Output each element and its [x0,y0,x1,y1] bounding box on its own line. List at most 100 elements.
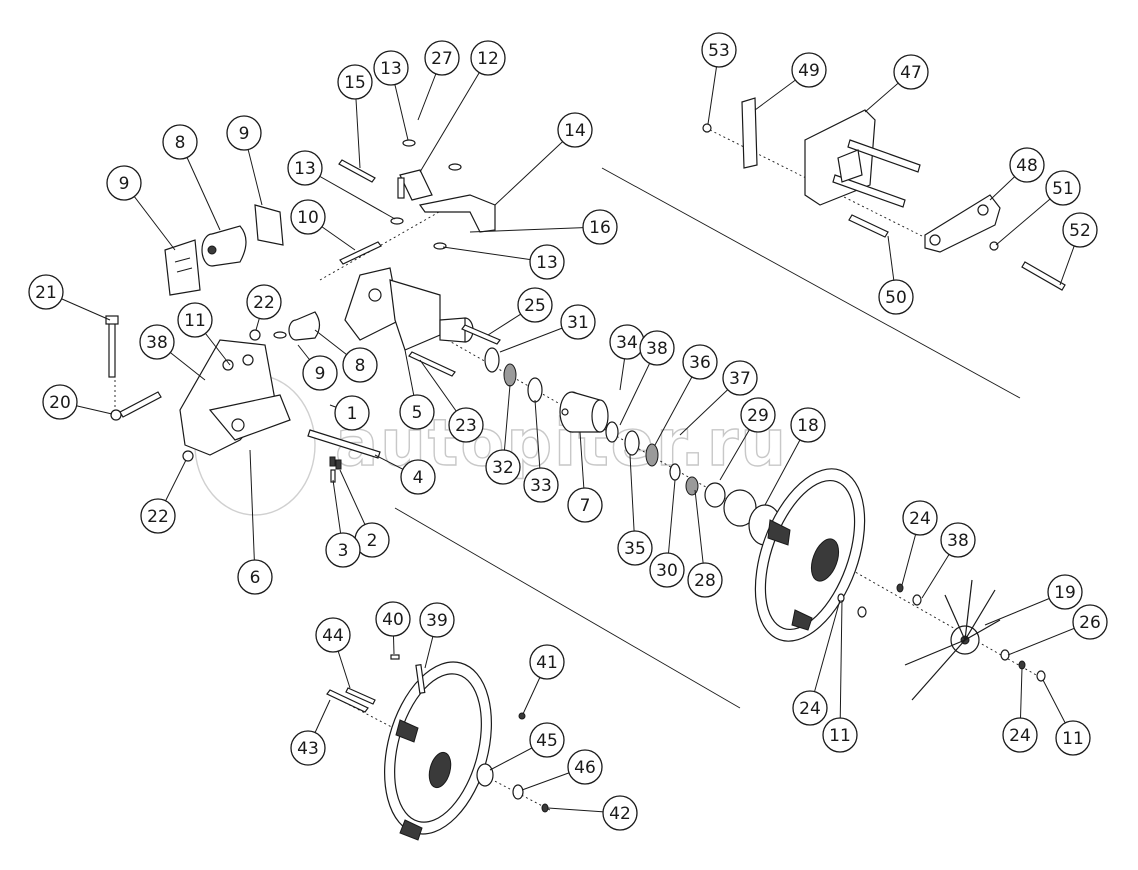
callout-circle [740,397,776,433]
callout-number: 22 [253,293,275,313]
callout-number: 6 [250,568,261,588]
part-pins-2-3 [329,456,342,483]
callout-number: 7 [580,496,591,516]
callout-leader-12 [419,57,489,173]
callout-circle [337,64,373,100]
callout-32: 32 [485,449,521,485]
callout-number: 11 [184,311,206,331]
callout-number: 13 [536,253,558,273]
callout-14: 14 [557,112,593,148]
callout-4: 4 [400,459,436,495]
callout-circle [246,284,282,320]
callout-number: 20 [49,393,71,413]
callout-circle [617,530,653,566]
callout-number: 38 [646,339,668,359]
callout-number: 2 [367,531,378,551]
callout-11: 11 [1055,720,1091,756]
part-scraper-plate-9-right [254,204,284,246]
callout-circle [791,52,827,88]
callout-number: 22 [147,507,169,527]
callout-circle [701,32,737,68]
callout-40: 40 [375,601,411,637]
callout-50: 50 [878,279,914,315]
part-scraper-plate-9-left [164,239,201,296]
part-bracket-48 [924,194,1001,253]
watermark: autopiter.ru [194,374,787,516]
callout-number: 36 [689,353,711,373]
callout-49: 49 [791,52,827,88]
callout-1: 1 [334,395,370,431]
callout-circle [517,287,553,323]
callout-circle [140,498,176,534]
callout-13: 13 [529,244,565,280]
callout-number: 45 [536,731,558,751]
callout-16: 16 [582,209,618,245]
callout-31: 31 [560,304,596,340]
callout-38: 38 [940,522,976,558]
callout-circle [400,459,436,495]
part-mount-plate-47 [804,109,921,208]
callout-circle [902,500,938,536]
callout-27: 27 [424,40,460,76]
callout-24: 24 [902,500,938,536]
callout-number: 8 [175,133,186,153]
callout-number: 52 [1069,221,1091,241]
callout-circle [822,717,858,753]
part-washers-13 [390,139,462,250]
callout-leader-6 [249,449,256,578]
callout-circle [1045,170,1081,206]
part-bolt-50 [848,214,889,238]
callout-number: 4 [413,468,424,488]
callout-11: 11 [177,302,213,338]
callout-24: 24 [1002,717,1038,753]
callout-24: 24 [792,690,828,726]
callout-37: 37 [722,360,758,396]
callout-46: 46 [567,749,603,785]
callout-8: 8 [342,347,378,383]
callout-circle [302,355,338,391]
part-roller-8 [201,225,247,267]
part-bolt-23-25 [408,324,501,377]
callout-circle [290,199,326,235]
callout-circle [226,115,262,151]
callout-circle [523,467,559,503]
callout-number: 13 [294,159,316,179]
callout-6: 6 [237,559,273,595]
callout-number: 13 [380,59,402,79]
callout-circle [567,749,603,785]
callout-circle [649,552,685,588]
part-disc-lower [384,661,492,841]
callout-5: 5 [399,394,435,430]
callout-circle [375,601,411,637]
callout-13: 13 [287,150,323,186]
callout-number: 34 [616,333,638,353]
callout-leader-11 [839,599,843,736]
callout-circle [1009,147,1045,183]
callout-23: 23 [448,407,484,443]
callout-circle [106,165,142,201]
callout-circle [290,730,326,766]
callout-circle [373,50,409,86]
callout-number: 25 [524,296,546,316]
callout-number: 11 [829,726,851,746]
callout-number: 38 [146,333,168,353]
callout-13: 13 [373,50,409,86]
callout-circle [722,360,758,396]
callout-circle [1072,604,1108,640]
callout-circle [582,209,618,245]
callout-leader-16 [469,226,601,233]
callout-7: 7 [567,487,603,523]
callout-number: 29 [747,406,769,426]
callout-number: 3 [338,541,349,561]
part-bolt-20 [110,391,162,421]
part-pins-39-40 [390,654,426,694]
callout-number: 19 [1054,583,1076,603]
callout-circle [325,532,361,568]
callout-9: 9 [302,355,338,391]
divider-top-right [601,167,1021,399]
callout-number: 31 [567,313,589,333]
callout-number: 1 [347,404,358,424]
callout-circle [639,330,675,366]
